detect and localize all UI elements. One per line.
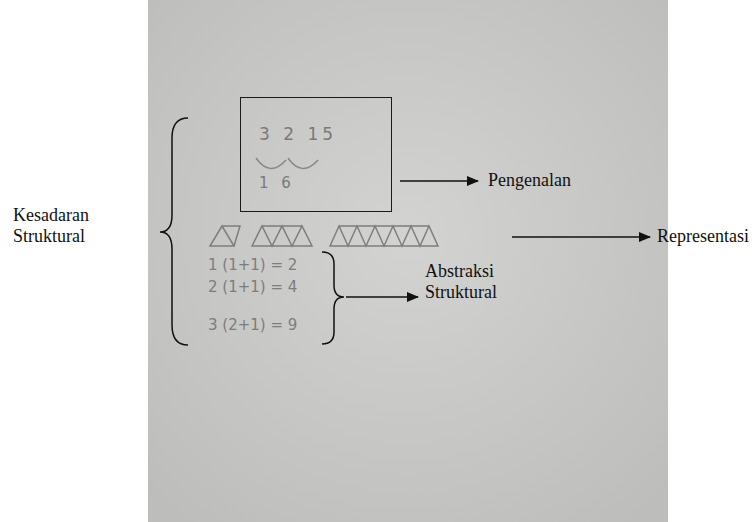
annotation-label: Kesadaran Struktural	[13, 205, 138, 247]
paper-photo	[148, 0, 668, 522]
curly-brace	[322, 252, 344, 344]
annotation-label: Pengenalan	[488, 170, 571, 191]
outlined-box: 3 2 15 1 6	[240, 97, 392, 212]
pointer-arrow	[512, 236, 650, 238]
pointer-arrow	[400, 180, 478, 182]
handwritten-number: 1 6	[259, 174, 295, 192]
handwritten-equation: 2 (1+1) = 4	[208, 278, 297, 296]
annotation-label: Abstraksi Struktural	[425, 261, 525, 303]
handwritten-arcs	[256, 158, 318, 169]
annotation-label: Representasi	[657, 226, 749, 247]
curly-brace	[160, 118, 188, 345]
pointer-arrow	[346, 296, 418, 298]
handwritten-equation: 1 (1+1) = 2	[208, 256, 297, 274]
triangle-sketch	[210, 226, 438, 246]
handwritten-number: 3 2 15	[259, 124, 337, 144]
handwritten-equation: 3 (2+1) = 9	[208, 316, 297, 334]
